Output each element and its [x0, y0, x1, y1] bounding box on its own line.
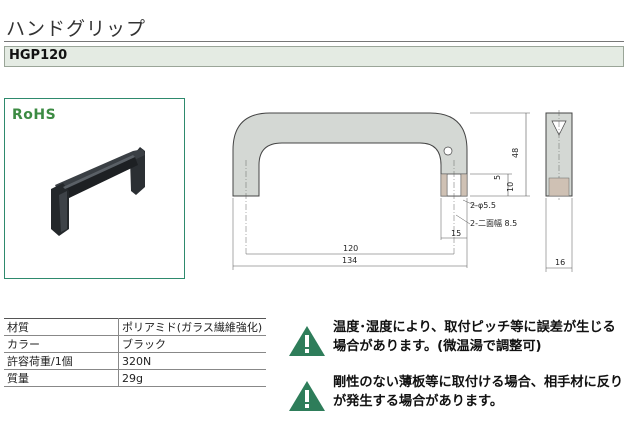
- dim-hole: 2-φ5.5: [470, 201, 496, 210]
- dim-length-120: 120: [343, 244, 358, 253]
- rohs-badge: RoHS: [12, 107, 57, 123]
- dim-width-16: 16: [555, 258, 565, 267]
- spec-label: 許容荷重/1個: [4, 352, 119, 370]
- warning-icon: [289, 326, 325, 356]
- spec-label: 材質: [4, 318, 119, 336]
- dim-10: 10: [506, 182, 515, 192]
- handle-front-view: [232, 112, 468, 197]
- model-bar: HGP120: [4, 46, 624, 67]
- spec-value: ポリアミド(ガラス繊維強化): [118, 318, 266, 336]
- table-row: 質量 29g: [4, 369, 266, 387]
- spec-label: 質量: [4, 369, 119, 387]
- table-row: カラー ブラック: [4, 335, 266, 353]
- model-code: HGP120: [9, 48, 68, 63]
- technical-drawing: 48 5 10 2-φ5.5 2-二面幅 8.5 15 120 134 16: [232, 110, 573, 272]
- caution-text: 温度･湿度により、取付ピッチ等に誤差が生じる場合があります。(微温湯で調整可): [333, 320, 616, 354]
- product-photo: [51, 147, 145, 236]
- product-photo-panel: RoHS: [4, 98, 185, 279]
- dim-5: 5: [493, 175, 502, 180]
- dim-length-134: 134: [342, 256, 357, 265]
- spec-value: 29g: [118, 369, 266, 387]
- table-row: 材質 ポリアミド(ガラス繊維強化): [4, 318, 266, 336]
- caution-notes: 温度･湿度により、取付ピッチ等に誤差が生じる場合があります。(微温湯で調整可) …: [288, 318, 626, 428]
- dim-15: 15: [451, 229, 461, 238]
- caution-note: 温度･湿度により、取付ピッチ等に誤差が生じる場合があります。(微温湯で調整可): [288, 318, 626, 368]
- table-row: 許容荷重/1個 320N: [4, 352, 266, 370]
- spec-value: ブラック: [118, 335, 266, 353]
- warning-icon: [289, 381, 325, 411]
- spec-value: 320N: [118, 352, 266, 370]
- page-title: ハンドグリップ: [6, 18, 147, 40]
- dim-across-flats: 2-二面幅 8.5: [470, 218, 517, 228]
- spec-table: 材質 ポリアミド(ガラス繊維強化) カラー ブラック 許容荷重/1個 320N …: [4, 318, 266, 387]
- spec-label: カラー: [4, 335, 119, 353]
- title-divider: [4, 41, 624, 42]
- dim-height-48: 48: [511, 148, 520, 158]
- caution-text: 剛性のない薄板等に取付ける場合、相手材に反りが発生する場合があります。: [333, 375, 624, 409]
- caution-note: 剛性のない薄板等に取付ける場合、相手材に反りが発生する場合があります。: [288, 373, 626, 423]
